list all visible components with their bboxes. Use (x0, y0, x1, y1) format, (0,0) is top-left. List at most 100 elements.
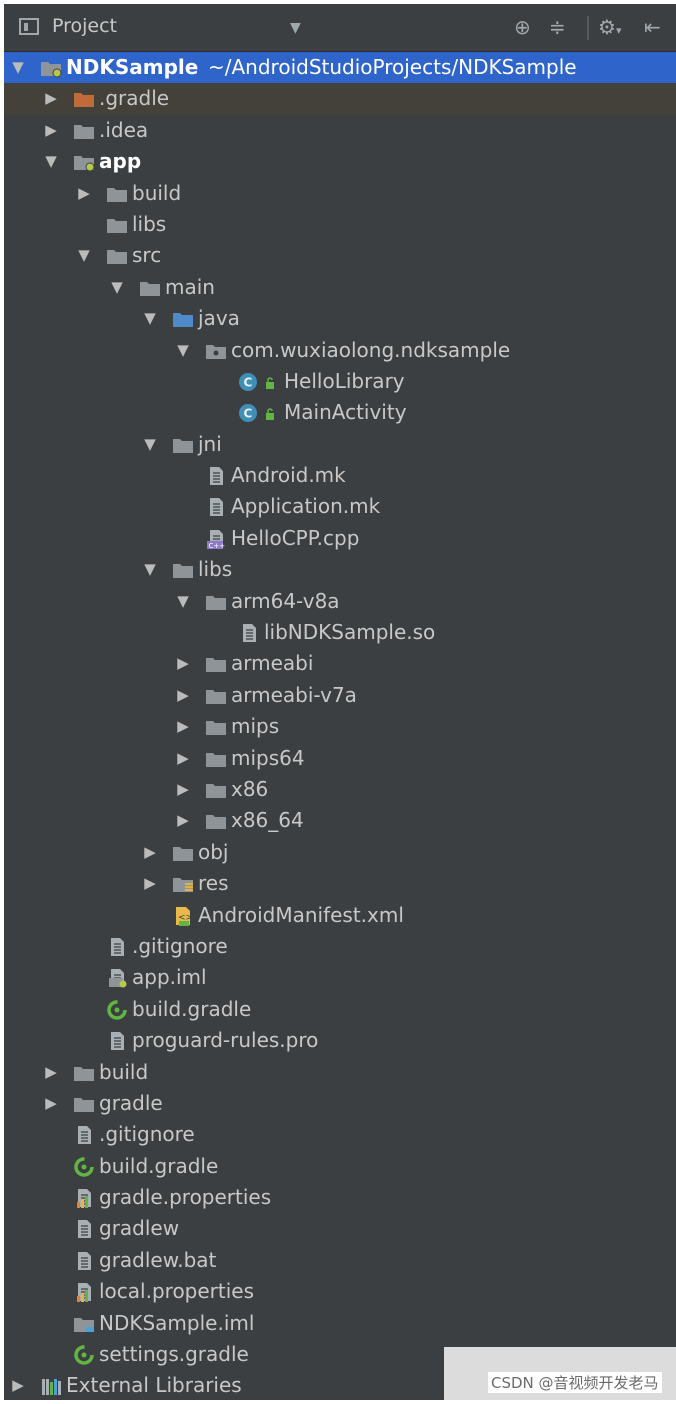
tree-row[interactable]: ▼ com.wuxiaolong.ndksample (4, 335, 676, 366)
chevron-down-icon[interactable]: ▼ (78, 246, 90, 265)
tree-row[interactable]: Android.mk (4, 460, 676, 491)
tree-item-label: gradlew (99, 1216, 180, 1241)
tree-item-label: java (198, 306, 240, 331)
tree-row[interactable]: ▼ app (4, 146, 676, 177)
tree-item-label: com.wuxiaolong.ndksample (231, 337, 511, 362)
resource-folder-icon (172, 874, 194, 894)
tree-row[interactable]: ▶build (4, 1057, 676, 1088)
tree-row[interactable]: ▼ java (4, 303, 676, 334)
tree-row[interactable]: ▼ jni (4, 429, 676, 460)
chevron-right-icon[interactable]: ▶ (45, 89, 57, 108)
tree-item-label: MainActivity (284, 400, 407, 425)
tree-item-label: gradle (99, 1090, 163, 1115)
tree-row[interactable]: gradlew.bat (4, 1245, 676, 1276)
tree-item-label: gradlew.bat (99, 1247, 217, 1272)
tree-row[interactable]: ▼libs (4, 554, 676, 585)
chevron-down-icon[interactable]: ▼ (177, 591, 189, 610)
tree-row[interactable]: libs (4, 209, 676, 240)
tree-row[interactable]: gradle.properties (4, 1182, 676, 1213)
chevron-down-icon[interactable]: ▼ (290, 20, 301, 36)
tree-item-label: app (99, 149, 142, 174)
gradle-icon (106, 999, 128, 1020)
tree-row[interactable]: ▶ res (4, 868, 676, 899)
tree-row[interactable]: ▶ gradle (4, 1088, 676, 1119)
panel-title[interactable]: Project (52, 15, 118, 37)
panel-header: Project ▼ ⊕ ≑ ⚙▾ ⇤ (4, 4, 676, 52)
svg-text:C: C (244, 407, 253, 421)
chevron-down-icon[interactable]: ▼ (144, 309, 156, 328)
tree-item-label: x86_64 (231, 808, 304, 833)
tree-row[interactable]: proguard-rules.pro (4, 1025, 676, 1056)
tree-row[interactable]: local.properties (4, 1276, 676, 1307)
package-icon (205, 341, 227, 361)
hide-icon[interactable]: ⇤ (644, 15, 661, 39)
collapse-icon[interactable]: ≑ (549, 15, 566, 39)
folder-icon (139, 278, 161, 298)
chevron-right-icon[interactable]: ▶ (177, 685, 189, 704)
chevron-right-icon[interactable]: ▶ (144, 874, 156, 893)
tree-row[interactable]: settings.gradle (4, 1339, 676, 1370)
chevron-right-icon[interactable]: ▶ (177, 654, 189, 673)
chevron-down-icon[interactable]: ▼ (12, 58, 24, 76)
tree-row[interactable]: ▼src (4, 240, 676, 271)
chevron-right-icon[interactable]: ▶ (177, 748, 189, 767)
crosshair-icon[interactable]: ⊕ (514, 15, 531, 39)
tree-item-label: Application.mk (231, 494, 381, 519)
chevron-right-icon[interactable]: ▶ (12, 1376, 24, 1395)
tree-row[interactable]: ▶.idea (4, 115, 676, 146)
chevron-right-icon[interactable]: ▶ (144, 842, 156, 861)
tree-row[interactable]: ▶mips (4, 711, 676, 742)
chevron-down-icon[interactable]: ▼ (144, 560, 156, 579)
file-icon (205, 497, 227, 517)
java-class-icon: C (238, 372, 260, 392)
chevron-right-icon[interactable]: ▶ (177, 811, 189, 830)
tree-row[interactable]: ▼arm64-v8a (4, 586, 676, 617)
tree-item-label: jni (198, 431, 222, 456)
tree-row[interactable]: build.gradle (4, 1151, 676, 1182)
project-icon (19, 18, 39, 35)
tree-row[interactable]: .gitignore (4, 931, 676, 962)
chevron-right-icon[interactable]: ▶ (177, 717, 189, 736)
tree-row[interactable]: build.gradle (4, 994, 676, 1025)
chevron-right-icon[interactable]: ▶ (45, 1062, 57, 1081)
tree-row[interactable]: ▶armeabi (4, 648, 676, 679)
chevron-down-icon[interactable]: ▼ (111, 277, 123, 296)
module-folder-icon (40, 58, 62, 78)
tree-row[interactable]: C++HelloCPP.cpp (4, 523, 676, 554)
lock-icon (264, 375, 276, 389)
tree-row[interactable]: gradlew (4, 1213, 676, 1244)
tree-row[interactable]: ▼NDKSample~/AndroidStudioProjects/NDKSam… (4, 52, 676, 84)
iml-file-icon (106, 968, 128, 988)
tree-row[interactable]: NDKSample.iml (4, 1308, 676, 1339)
tree-row[interactable]: .gitignore (4, 1119, 676, 1150)
tree-row[interactable]: C MainActivity (4, 397, 676, 428)
tree-item-label: NDKSample.iml (99, 1310, 255, 1335)
chevron-down-icon[interactable]: ▼ (45, 152, 57, 171)
chevron-right-icon[interactable]: ▶ (177, 779, 189, 798)
libraries-icon (40, 1376, 62, 1396)
tree-row[interactable]: Application.mk (4, 491, 676, 522)
tree-item-label: External Libraries (66, 1373, 242, 1398)
tree-row[interactable]: ▶ x86_64 (4, 805, 676, 836)
tree-row[interactable]: ▶armeabi-v7a (4, 680, 676, 711)
chevron-down-icon[interactable]: ▼ (177, 340, 189, 359)
tree-row[interactable]: app.iml (4, 962, 676, 993)
tree-row[interactable]: ▶.gradle (4, 83, 676, 115)
chevron-down-icon[interactable]: ▼ (144, 434, 156, 453)
tree-row[interactable]: <>AndroidManifest.xml (4, 900, 676, 931)
tree-row[interactable]: ▼main (4, 272, 676, 303)
tree-row[interactable]: ▶mips64 (4, 743, 676, 774)
gear-icon[interactable]: ⚙▾ (598, 15, 622, 39)
tree-row[interactable]: ▶ External Libraries (4, 1370, 676, 1400)
tree-row[interactable]: ▶x86 (4, 774, 676, 805)
toolbar-divider (587, 16, 589, 40)
tree-row[interactable]: ▶obj (4, 837, 676, 868)
chevron-right-icon[interactable]: ▶ (45, 1093, 57, 1112)
chevron-right-icon[interactable]: ▶ (45, 120, 57, 139)
chevron-right-icon[interactable]: ▶ (78, 183, 90, 202)
tree-row[interactable]: libNDKSample.so (4, 617, 676, 648)
tree-item-label: res (198, 871, 229, 896)
tree-row[interactable]: ▶build (4, 178, 676, 209)
tree-item-label: app.iml (132, 965, 207, 990)
